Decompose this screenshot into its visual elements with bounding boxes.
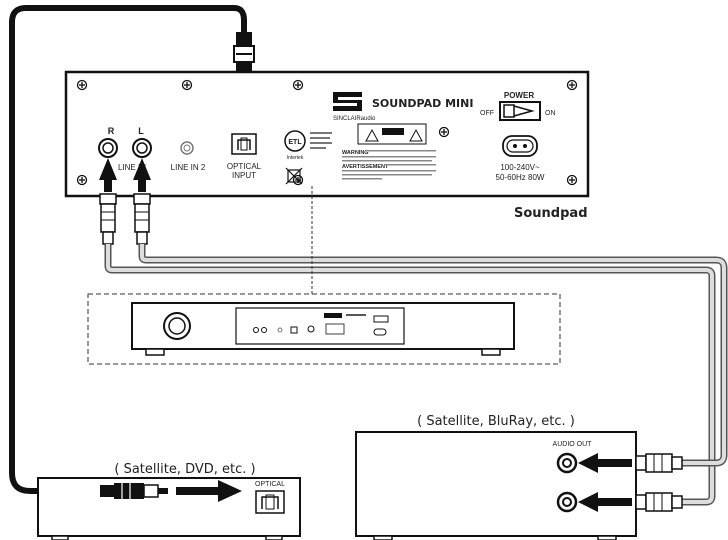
rca-plug-right-bottom — [635, 492, 683, 512]
device-right-caption: ( Satellite, BluRay, etc. ) — [417, 414, 575, 429]
avertissement-title: AVERTISSEMENT — [342, 164, 389, 170]
rca-plug-l — [133, 193, 151, 245]
arrow-up-icon-r — [99, 158, 117, 192]
optical-input-label-1: OPTICAL — [227, 162, 262, 171]
model-name: SOUNDPAD MINI — [372, 97, 473, 110]
line-in-2-jack — [180, 141, 194, 155]
soundpad-rear-panel: R L LINE IN LINE IN 2 OPTICAL INPUT ETL … — [64, 70, 590, 198]
rca-plug-r — [99, 193, 117, 245]
device-right-box — [355, 431, 637, 540]
intertek-text: Intertek — [287, 155, 304, 161]
screw-icons — [76, 79, 578, 186]
power-rating-1: 100-240V~ — [500, 163, 540, 172]
audio-out-jack-bottom — [556, 491, 578, 513]
soundpad-label: Soundpad — [514, 206, 588, 221]
sinclair-logo: SINCLAIRaudio — [333, 92, 376, 122]
optical-cable — [9, 5, 247, 494]
warning-title: WARNING — [342, 150, 369, 156]
ac-inlet-icon — [502, 135, 538, 157]
power-switch — [499, 101, 541, 121]
recycle-bin-icon — [285, 167, 303, 185]
arrow-up-icon-l — [133, 158, 151, 192]
optical-plug-left — [100, 483, 168, 499]
warning-label: WARNING AVERTISSEMENT — [342, 123, 436, 180]
l-label: L — [138, 126, 144, 136]
brand-small-text: SINCLAIRaudio — [333, 116, 376, 122]
arrow-left-icon-bottom — [578, 492, 632, 512]
rca-jack-r — [98, 138, 118, 158]
detail-box — [87, 293, 561, 365]
etl-cert-icon: ETL Intertek — [284, 130, 332, 161]
rca-jack-l — [132, 138, 152, 158]
soundpad-thumbnail — [131, 302, 515, 356]
rca-plug-right-top — [635, 453, 683, 473]
arrow-left-icon-top — [578, 453, 632, 473]
rca-cable-outer — [104, 244, 716, 506]
r-label: R — [108, 126, 115, 136]
audio-out-jack-top — [556, 452, 578, 474]
etl-mark: ETL — [288, 139, 302, 146]
power-rating-2: 50-60Hz 80W — [496, 173, 545, 182]
rca-cable-inner — [138, 244, 728, 467]
optical-port-label: OPTICAL — [255, 481, 285, 488]
optical-input-label-2: INPUT — [232, 171, 256, 180]
optical-input-port — [231, 133, 257, 155]
optical-output-port — [255, 490, 285, 514]
power-off-label: OFF — [480, 110, 494, 117]
device-left-caption: ( Satellite, DVD, etc. ) — [114, 462, 255, 477]
line-in-label: LINE IN — [118, 163, 146, 172]
power-on-label: ON — [545, 110, 556, 117]
audio-out-label: AUDIO OUT — [553, 441, 593, 448]
line-in-2-label: LINE IN 2 — [171, 163, 206, 172]
arrow-right-icon — [176, 480, 242, 502]
optical-plug-top — [233, 32, 255, 84]
power-label: POWER — [504, 91, 534, 100]
